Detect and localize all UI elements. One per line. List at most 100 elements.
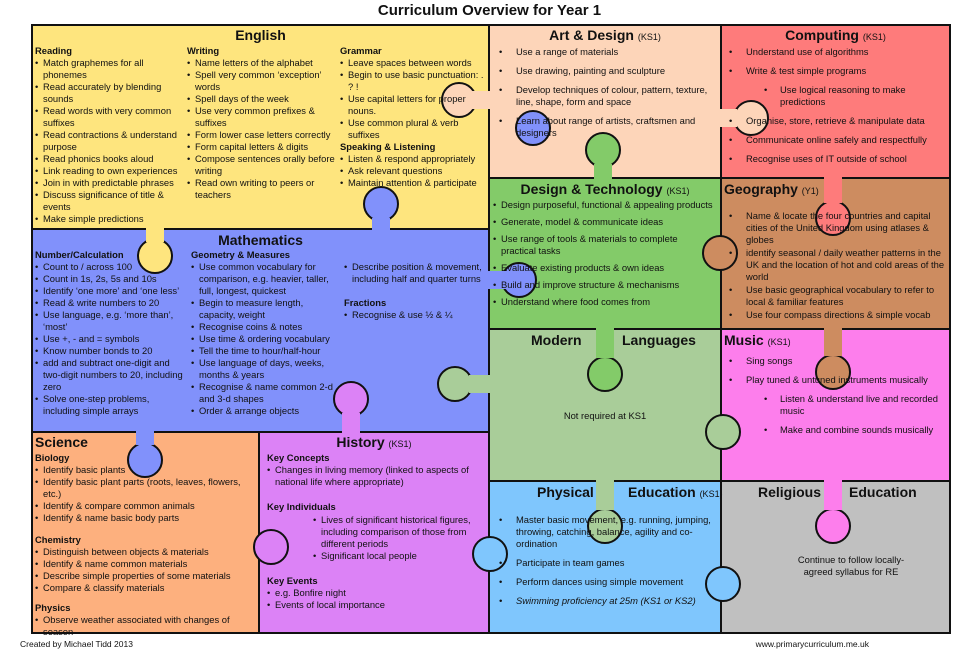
speaking-list: Listen & respond appropriatelyAsk releva…	[340, 153, 490, 189]
concepts-label: Key Concepts	[267, 452, 330, 463]
list-item: Use +, - and = symbols	[35, 333, 187, 345]
list-item: Develop techniques of colour, pattern, t…	[490, 84, 710, 108]
art-content: Use a range of materialsUse drawing, pai…	[490, 46, 710, 146]
list-item: Master basic movement, e.g. running, jum…	[490, 514, 715, 550]
art-title: Art & Design (KS1)	[549, 27, 661, 43]
maths-geometry: Geometry & Measures Use common vocabular…	[191, 249, 341, 417]
list-item: Begin to use basic punctuation: . ? !	[340, 69, 490, 93]
biology-label: Biology	[35, 452, 70, 463]
list-item: Join in with predictable phrases	[35, 177, 187, 189]
list-item: Make and combine sounds musically	[720, 424, 948, 436]
maths-position: Describe position & movement, including …	[344, 261, 490, 321]
list-item: Identify & name basic body parts	[35, 512, 260, 524]
computing-list: Understand use of algorithmsWrite & test…	[720, 46, 946, 165]
re-title-right: Education	[849, 484, 917, 500]
physics-label: Physics	[35, 602, 71, 613]
footer-website[interactable]: www.primarycurriculum.me.uk	[755, 639, 869, 649]
list-item: Learn about range of artists, craftsmen …	[490, 115, 710, 139]
list-item: Use language, e.g. ‘more than’, ‘most’	[35, 309, 187, 333]
list-item: Recognise coins & notes	[191, 321, 341, 333]
geography-content: Name & locate the four countries and cap…	[720, 210, 945, 322]
list-item: Communicate online safely and respectful…	[720, 134, 946, 146]
list-item: Read & write numbers to 20	[35, 297, 187, 309]
pe-title-left: Physical	[537, 484, 594, 500]
history-individuals-label: Key Individuals	[267, 501, 336, 512]
position-list: Describe position & movement, including …	[344, 261, 490, 285]
list-item: Listen & understand live and recorded mu…	[720, 393, 948, 417]
list-item: Use common vocabulary for comparison, e.…	[191, 261, 341, 297]
list-item: Use a range of materials	[490, 46, 710, 58]
history-concepts: Key Concepts Changes in living memory (l…	[267, 452, 482, 488]
history-stage: (KS1)	[388, 439, 412, 449]
writing-label: Writing	[187, 45, 220, 56]
modern-languages-text: Not required at KS1	[563, 410, 647, 421]
number-list: Count to / across 100Count in 1s, 2s, 5s…	[35, 261, 187, 417]
list-item: Perform dances using simple movement	[490, 576, 715, 588]
list-item: Form lower case letters correctly	[187, 129, 337, 141]
list-item: Discuss significance of title & events	[35, 189, 187, 213]
puzzle-knob	[815, 508, 851, 544]
art-list: Use a range of materialsUse drawing, pai…	[490, 46, 710, 139]
list-item: Identify basic plant parts (roots, leave…	[35, 476, 260, 500]
english-title: English	[235, 27, 286, 43]
list-item: Build and improve structure & mechanisms	[493, 279, 715, 291]
list-item: identify seasonal / daily weather patter…	[720, 247, 945, 283]
re-title-left: Religious	[758, 484, 822, 500]
list-item: Make simple predictions	[35, 213, 187, 225]
design-tech-list: Design purposeful, functional & appealin…	[493, 199, 715, 308]
pe-content: Master basic movement, e.g. running, jum…	[490, 514, 715, 614]
list-item: Significant local people	[313, 550, 483, 562]
grammar-label: Grammar	[340, 45, 382, 56]
list-item: Events of local importance	[267, 599, 482, 611]
list-item: Match graphemes for all phonemes	[35, 57, 187, 81]
physics-list: Observe weather associated with changes …	[35, 614, 260, 638]
fractions-list: Recognise & use ½ & ¼	[344, 309, 490, 321]
puzzle-knob	[363, 186, 399, 222]
list-item: Read words with very common suffixes	[35, 105, 187, 129]
list-item: Changes in living memory (linked to aspe…	[267, 464, 482, 488]
list-item: Use four compass directions & simple voc…	[720, 309, 945, 321]
individuals-list: Lives of significant historical figures,…	[313, 514, 483, 562]
list-item: e.g. Bonfire night	[267, 587, 482, 599]
history-events: Key Events e.g. Bonfire nightEvents of l…	[267, 575, 482, 611]
list-item: Listen & respond appropriately	[340, 153, 490, 165]
list-item: Observe weather associated with changes …	[35, 614, 260, 638]
list-item: Read accurately by blending sounds	[35, 81, 187, 105]
list-item: Ask relevant questions	[340, 165, 490, 177]
music-content: Sing songsPlay tuned & untuned instrumen…	[720, 355, 948, 443]
list-item: Design purposeful, functional & appealin…	[493, 199, 715, 211]
list-item: Compose sentences orally before writing	[187, 153, 337, 177]
list-item: Identify & name common materials	[35, 558, 260, 570]
geometry-label: Geometry & Measures	[191, 249, 291, 260]
english-reading: Reading Match graphemes for all phonemes…	[35, 45, 187, 225]
modern-languages-title-right: Languages	[622, 332, 696, 348]
list-item: Identify basic plants	[35, 464, 260, 476]
history-title: History (KS1)	[258, 434, 490, 452]
list-item: Use very common prefixes & suffixes	[187, 105, 337, 129]
list-item: Identify & compare common animals	[35, 500, 260, 512]
modern-languages-title-left: Modern	[531, 332, 582, 348]
chemistry-list: Distinguish between objects & materialsI…	[35, 546, 260, 594]
list-item: Link reading to own experiences	[35, 165, 187, 177]
geometry-list: Use common vocabulary for comparison, e.…	[191, 261, 341, 417]
puzzle-knob	[587, 356, 623, 392]
list-item: add and subtract one-digit and two-digit…	[35, 357, 187, 393]
pe-list: Master basic movement, e.g. running, jum…	[490, 514, 715, 607]
maths-title: Mathematics	[218, 232, 303, 248]
curriculum-board: English Reading Match graphemes for all …	[31, 24, 978, 637]
list-item: Understand use of algorithms	[720, 46, 946, 58]
list-item: Write & test simple programs	[720, 65, 946, 77]
computing-title: Computing (KS1)	[785, 27, 886, 43]
speaking-label: Speaking & Listening	[340, 141, 436, 152]
list-item: Describe position & movement, including …	[344, 261, 490, 285]
grammar-list: Leave spaces between wordsBegin to use b…	[340, 57, 490, 141]
science-title: Science	[35, 434, 88, 450]
list-item: Use common plural & verb suffixes	[340, 117, 490, 141]
list-item: Use basic geographical vocabulary to ref…	[720, 284, 945, 308]
list-item: Count in 1s, 2s, 5s and 10s	[35, 273, 187, 285]
list-item: Describe simple properties of some mater…	[35, 570, 260, 582]
list-item: Organise, store, retrieve & manipulate d…	[720, 115, 946, 127]
fractions-label: Fractions	[344, 297, 387, 308]
music-title: Music (KS1)	[724, 332, 791, 348]
list-item: Spell very common ‘exception’ words	[187, 69, 337, 93]
